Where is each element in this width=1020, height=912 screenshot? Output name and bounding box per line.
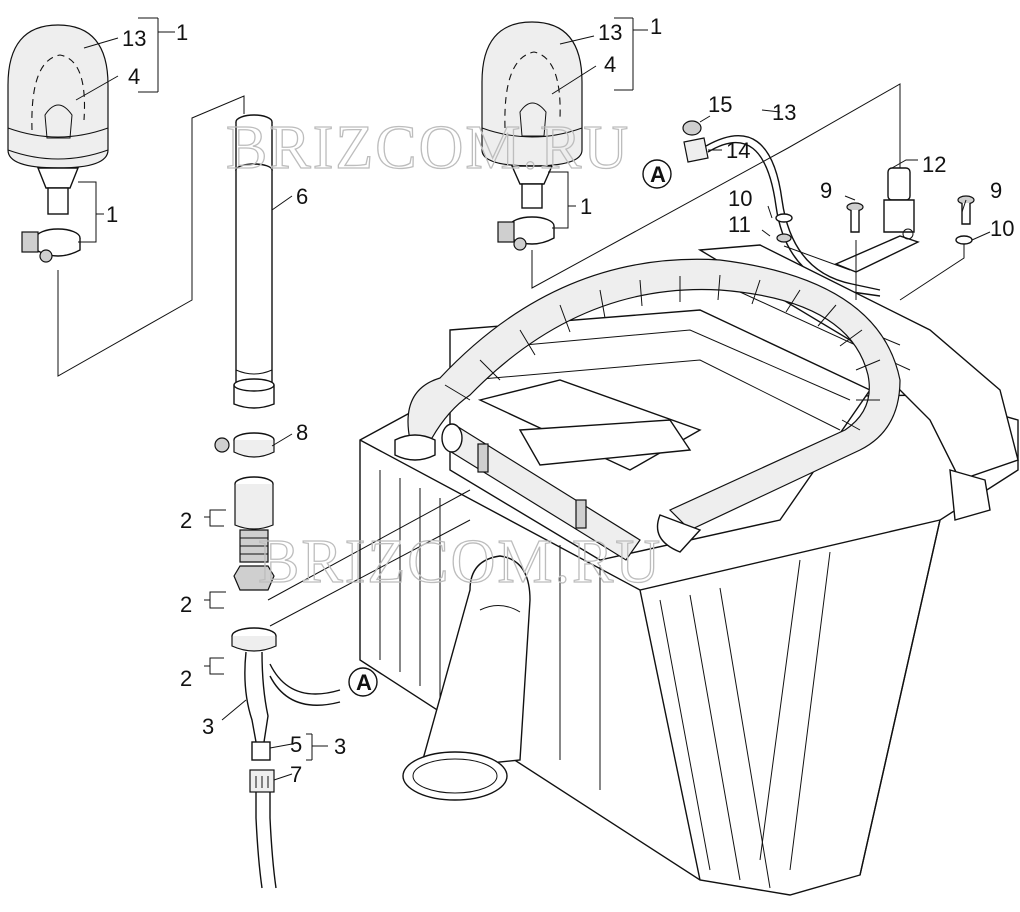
callout-3-connector: 3: [334, 734, 346, 759]
beacon-lamp-center: [481, 21, 583, 209]
flexible-hose: [394, 258, 901, 553]
mounting-bracket: [834, 167, 920, 273]
callout-labels: 1 13 4 1 6 8 2 2 2 3 5 3 7 13 1 4 1 15 1…: [106, 14, 1014, 787]
callout-3-harness: 3: [202, 714, 214, 739]
callout-1-center-clamp: 1: [580, 194, 592, 219]
callout-5: 5: [290, 732, 302, 757]
callout-2-socket: 2: [180, 508, 192, 533]
connector-ref-a-left: A: [356, 670, 372, 695]
callout-13-center: 13: [598, 20, 622, 45]
callout-13-left: 13: [122, 26, 146, 51]
callout-1-center-top: 1: [650, 14, 662, 39]
mount-pole: [233, 114, 275, 409]
mounting-clamp-center: [497, 216, 555, 251]
callout-6: 6: [296, 184, 308, 209]
mounting-clamp-left: [21, 228, 81, 263]
pole-clamp: [214, 432, 275, 458]
callout-8: 8: [296, 420, 308, 445]
wiring-harness: [244, 651, 341, 889]
callout-9-right: 9: [990, 178, 1002, 203]
watermark-middle: BRIZCOM.RU: [258, 528, 662, 596]
callout-12: 12: [922, 152, 946, 177]
screw-left: [846, 202, 864, 233]
frame-tube: [441, 423, 641, 561]
leader-lines: [57, 17, 991, 781]
callout-9-left: 9: [820, 178, 832, 203]
washer-right: [955, 235, 973, 245]
callout-2-nut: 2: [180, 592, 192, 617]
callout-14: 14: [726, 138, 750, 163]
beacon-lamp-left: [7, 24, 109, 215]
connector-ref-a-center: A: [650, 162, 666, 187]
callout-10-right: 10: [990, 216, 1014, 241]
callout-4-center: 4: [604, 52, 616, 77]
callout-13-right: 13: [772, 100, 796, 125]
callout-15: 15: [708, 92, 732, 117]
callout-2-grommet: 2: [180, 666, 192, 691]
exhaust-chute: [402, 555, 531, 801]
callout-4-left: 4: [128, 64, 140, 89]
callout-7: 7: [290, 762, 302, 787]
callout-1-left-top: 1: [176, 20, 188, 45]
callout-11: 11: [728, 212, 751, 237]
pole-socket: [231, 476, 277, 652]
washers-left: [775, 213, 793, 243]
watermark-top: BRIZCOM.RU: [226, 114, 630, 182]
callout-1-left-clamp: 1: [106, 202, 118, 227]
callout-10-left: 10: [728, 186, 752, 211]
